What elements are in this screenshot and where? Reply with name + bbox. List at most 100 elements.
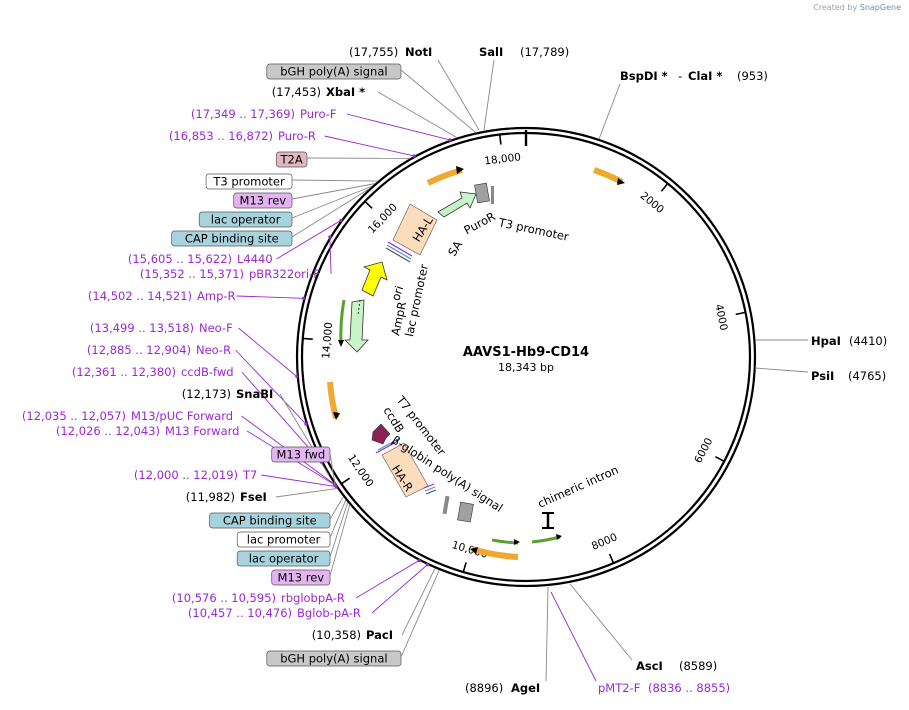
left-primer-pos-2: (17,349 .. 17,369) [191,107,295,121]
left-label-text-8: CAP binding site [185,232,279,246]
site-name-salI: SalI [479,45,503,59]
left-label-leader-25 [356,561,419,598]
left-primer-pos-10: (15,352 .. 15,371) [140,267,244,281]
left-primer-name-19: T7 [242,468,257,482]
left-primer-dot-10 [328,235,331,238]
left-primer-name-26: Bglob-pA-R [297,606,361,620]
site-pos-bspdi: (953) [737,69,768,83]
left-primer-dot-11 [302,297,305,300]
feature-ori[interactable] [362,262,387,296]
left-primer-name-2: Puro-F [300,107,337,121]
left-label-leader-11 [237,296,304,298]
snapgene-brand: SnapGene [860,3,901,12]
left-label-text-22: lac promoter [247,533,321,547]
left-enzyme-name-1: XbaI * [326,85,365,99]
tick-label-6: 14,000 [320,322,335,360]
feature-t3-box[interactable] [491,186,494,204]
site-name-psii: PsiI [811,369,834,383]
left-label-leader-24 [330,505,350,576]
left-label-5[interactable]: T3 promoter [206,174,378,189]
site-leader-salI [484,60,494,130]
left-primer-pos-17: (12,026 .. 12,043) [56,424,160,438]
left-label-4[interactable]: T2A [276,152,410,167]
label-t3-promoter-inner: T3 promoter [496,215,570,244]
left-label-text-21: CAP binding site [223,514,317,528]
left-primer-dot-19 [334,485,337,488]
feature-grey-box-top[interactable] [475,183,490,203]
left-primer-name-16: M13/pUC Forward [131,409,233,423]
left-label-leader-2 [347,114,450,140]
tick-0 [661,184,667,192]
site-name-clai: ClaI * [688,69,722,83]
left-primer-name-10: pBR322ori-F [249,267,320,281]
left-enzyme-name-27: PacI [366,628,393,642]
left-label-19[interactable]: (12,000 .. 12,019) T7 [134,468,338,488]
left-primer-pos-3: (16,853 .. 16,872) [169,129,273,143]
left-primer-name-9: L4440 [237,252,273,266]
left-primer-pos-25: (10,576 .. 10,595) [172,591,276,605]
left-label-leader-1 [378,92,457,138]
left-feature-labels: bGH poly(A) signal(17,453)XbaI *(17,349 … [22,64,476,666]
site-pos-asci: (8589) [679,659,717,673]
feature-chimeric-intron[interactable] [542,513,554,528]
right-site-asci[interactable]: AscI (8589) [570,584,717,673]
right-site-bspdi-clai[interactable]: BspDI * - ClaI * (953) [599,69,768,139]
left-primer-pos-19: (12,000 .. 12,019) [134,468,238,482]
left-label-text-23: lac operator [249,552,319,566]
feature-puror[interactable] [438,192,476,217]
left-label-text-7: lac operator [211,213,281,227]
tick-label-0: 2000 [638,190,666,216]
label-chimeric-intron: chimeric intron [536,463,621,511]
left-primer-pos-26: (10,457 .. 10,476) [188,606,292,620]
primer-name-pmt2f: pMT2-F [598,681,640,695]
right-site-psii[interactable]: PsiI (4765) [755,368,886,383]
left-label-leader-23 [330,502,348,557]
feature-grey-box-bottom[interactable] [458,502,474,522]
left-label-leader-27 [402,568,435,635]
label-puror: PuroR [461,209,497,237]
credit-prefix: Created by [813,3,857,12]
top-site-notI[interactable]: (17,755) NotI [349,45,479,130]
left-label-20[interactable]: (11,982)FseI [186,488,337,504]
left-primer-pos-14: (12,361 .. 12,380) [72,365,176,379]
left-primer-pos-13: (12,885 .. 12,904) [87,343,191,357]
tick-1 [736,312,746,314]
left-primer-pos-9: (15,605 .. 15,622) [128,252,232,266]
tick-label-1: 4000 [712,303,729,332]
right-site-hpai[interactable]: HpaI (4410) [755,334,887,348]
arrowhead-green-left [338,340,344,347]
site-leader-notI [438,60,479,130]
left-label-11[interactable]: (14,502 .. 14,521)Amp-R [88,289,305,303]
feature-green-left[interactable] [341,300,344,344]
site-sep-bspdi: - [678,69,682,83]
feature-grey-bar-bottom[interactable] [442,496,449,514]
bottom-primer-pmt2f[interactable]: pMT2-F (8836 .. 8855) [551,592,730,695]
left-enzyme-pos-15: (12,173) [182,387,231,401]
left-primer-dot-26 [426,563,429,566]
label-sa: SA [445,238,465,259]
left-label-text-6: M13 rev [240,194,287,208]
site-pos-hpai: (4410) [849,334,887,348]
left-primer-name-17: M13 Forward [165,424,239,438]
bottom-site-agei[interactable]: (8896) AgeI [465,587,548,695]
left-label-leader-10 [330,237,331,274]
left-label-text-28: bGH poly(A) signal [280,652,387,666]
left-label-text-0: bGH poly(A) signal [280,65,387,79]
feature-ccdb[interactable] [372,424,390,444]
left-primer-pos-12: (13,499 .. 13,518) [90,321,194,335]
left-primer-dot-2 [448,138,451,141]
site-leader-bspdi [599,84,620,139]
feature-green-bottom-2[interactable] [532,537,560,542]
left-primer-dot-12 [295,375,298,378]
feature-ampr[interactable] [345,300,368,352]
tick-label-8: 18,000 [484,151,522,167]
site-name-hpai: HpaI [811,334,841,348]
top-site-salI[interactable]: SalI (17,789) [479,45,569,130]
tick-4 [463,562,466,572]
tick-label-3: 8000 [590,531,619,552]
primer-leader-pmt2f [551,592,596,681]
left-primer-pos-11: (14,502 .. 14,521) [88,289,192,303]
site-leader-agei [546,587,548,681]
left-primer-dot-25 [417,559,420,562]
